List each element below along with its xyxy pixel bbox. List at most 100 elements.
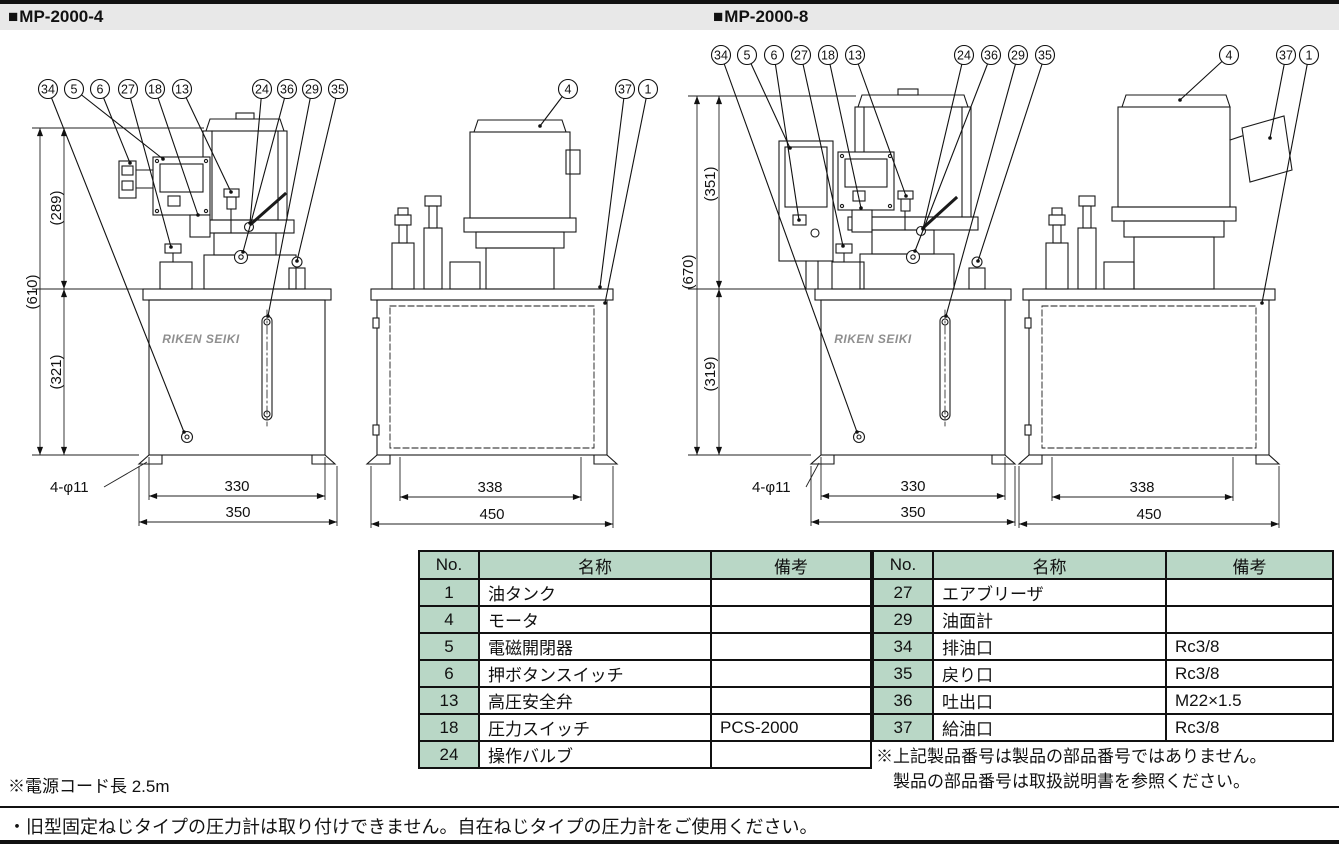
motor (1111, 94, 1237, 290)
mp2000-4-side-view (365, 119, 619, 465)
callout-27: 27 (117, 78, 173, 249)
pressure-gauge-note: ・旧型固定ねじタイプの圧力計は取り付けできません。自在ねじタイプの圧力計をご使用… (8, 817, 818, 837)
discharge-port (905, 249, 921, 265)
part-remarks: PCS-2000 (710, 713, 872, 742)
svg-text:5: 5 (71, 83, 78, 97)
callout-24: 24 (921, 44, 975, 231)
svg-text:1: 1 (1306, 49, 1313, 63)
valve-stack (391, 195, 481, 290)
table-header-row: No. 名称 備考 (872, 550, 1334, 580)
svg-text:29: 29 (305, 83, 319, 97)
callout-34: 34 (710, 44, 859, 434)
part-no: 6 (418, 659, 480, 688)
callout-27: 27 (790, 44, 845, 248)
safety-valve (223, 188, 240, 234)
parts-number-note-line2: 製品の部品番号は取扱説明書を参照ください。 (893, 772, 1250, 791)
mp2000-8-side-view (1017, 94, 1293, 465)
valve-stack (1045, 195, 1135, 290)
dim-tank-width: 330 (224, 478, 249, 495)
svg-text:34: 34 (41, 83, 55, 97)
callout-1: 1 (603, 78, 659, 305)
pump-manifold (159, 232, 297, 290)
part-name: 高圧安全弁 (478, 686, 712, 715)
part-no: 18 (418, 713, 480, 742)
part-no: 35 (872, 659, 934, 688)
svg-text:27: 27 (794, 49, 808, 63)
part-name: 電磁開閉器 (478, 632, 712, 661)
svg-text:37: 37 (618, 83, 632, 97)
svg-text:24: 24 (255, 83, 269, 97)
section-marker-icon: ■ (8, 7, 19, 26)
part-name: 吐出口 (932, 686, 1167, 715)
part-name: 操作バルブ (478, 740, 712, 769)
col-header-name: 名称 (478, 550, 712, 580)
right-model-name: MP-2000-8 (724, 7, 809, 26)
oil-tank (809, 288, 1017, 465)
part-name: 油面計 (932, 605, 1167, 634)
callout-4: 4 (538, 78, 579, 128)
svg-text:36: 36 (984, 49, 998, 63)
part-remarks (710, 686, 872, 715)
svg-text:6: 6 (771, 49, 778, 63)
top-border (0, 0, 1339, 4)
callout-35: 35 (295, 78, 349, 263)
pressure-switch (189, 214, 211, 238)
dim-base-width: 350 (900, 504, 925, 521)
col-header-remarks: 備考 (710, 550, 872, 580)
col-header-remarks: 備考 (1165, 550, 1334, 580)
oil-tank (365, 288, 619, 465)
air-breather (164, 243, 182, 263)
table-header-row: No. 名称 備考 (418, 550, 872, 580)
dim-height-upper: (289) (48, 190, 65, 225)
svg-text:5: 5 (744, 49, 751, 63)
motor (195, 112, 295, 234)
part-no: 29 (872, 605, 934, 634)
section-marker-icon: ■ (713, 7, 724, 26)
callout-18: 18 (817, 44, 863, 210)
callout-29: 29 (944, 44, 1029, 318)
dim-base-depth: 450 (479, 506, 504, 523)
col-header-no: No. (872, 550, 934, 580)
part-remarks (710, 632, 872, 661)
dim-height-upper: (351) (702, 166, 719, 201)
svg-text:24: 24 (957, 49, 971, 63)
dim-tank-width: 330 (900, 478, 925, 495)
callout-36: 36 (913, 44, 1002, 253)
dim-height-total: (670) (680, 254, 697, 289)
section-title-left: ■MP-2000-4 (8, 7, 103, 27)
callout-13: 13 (844, 44, 908, 198)
dim-base-width: 350 (225, 504, 250, 521)
push-button-switch (118, 160, 154, 199)
parts-number-note-line1: ※上記製品番号は製品の部品番号ではありません。 (876, 747, 1267, 766)
callout-6: 6 (763, 44, 801, 222)
oil-tank (137, 288, 337, 465)
oil-tank (1017, 288, 1281, 465)
mp2000-8-dimensions: (670) (351) (319) 330 350 4-φ11 338 450 (680, 95, 1280, 528)
svg-text:35: 35 (1038, 49, 1052, 63)
part-name: エアブリーザ (932, 578, 1167, 607)
svg-text:4: 4 (1226, 49, 1233, 63)
svg-text:27: 27 (121, 83, 135, 97)
mp2000-8-callouts: 34 5 6 27 18 13 24 36 29 35 4 37 1 (710, 44, 1320, 434)
svg-text:34: 34 (714, 49, 728, 63)
part-remarks (1165, 578, 1334, 607)
dim-base-depth: 450 (1136, 506, 1161, 523)
callout-5: 5 (736, 44, 792, 150)
drain-port (852, 430, 866, 444)
header-band (0, 4, 1339, 30)
brand-label: RIKEN SEIKI (834, 332, 912, 346)
callout-5: 5 (63, 78, 165, 161)
part-remarks: Rc3/8 (1165, 659, 1334, 688)
part-remarks (1165, 605, 1334, 634)
mp2000-4-dimensions: (610) (289) (321) 330 350 4-φ11 338 450 (24, 127, 614, 528)
bottom-border (0, 840, 1339, 844)
technical-drawing: RIKEN SEIKI (24, 44, 1320, 528)
